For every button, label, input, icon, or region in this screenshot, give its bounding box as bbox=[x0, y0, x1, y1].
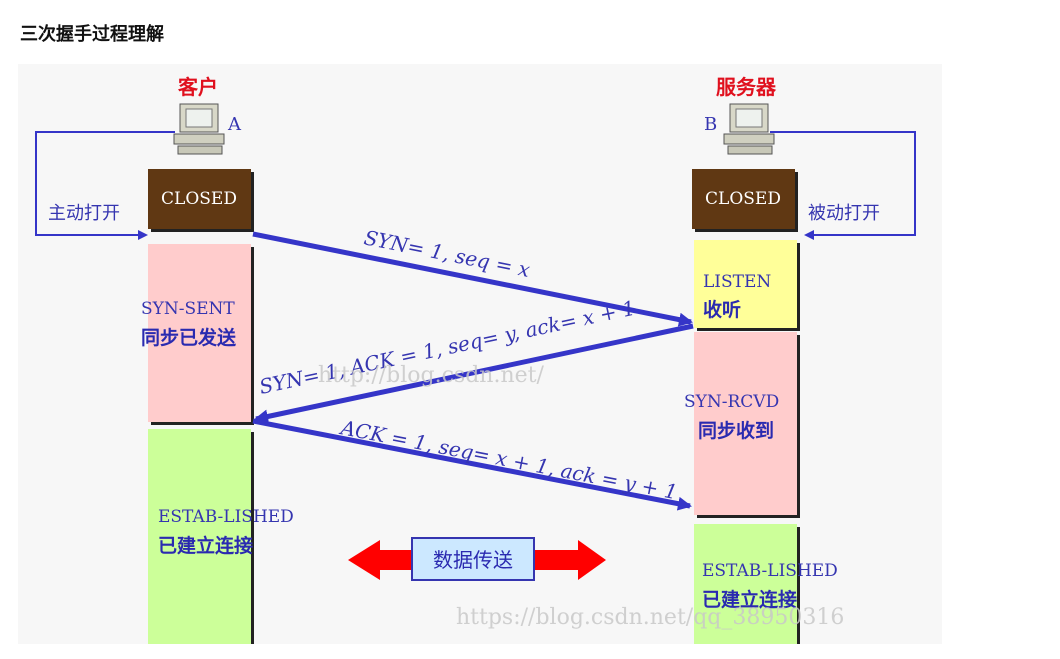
server-syn-rcvd-box bbox=[694, 332, 797, 515]
watermark-bottom: https://blog.csdn.net/qq_38950316 bbox=[456, 605, 844, 630]
server-open-loop-arrow bbox=[770, 131, 916, 240]
ack-arrow bbox=[252, 418, 692, 511]
tcp-handshake-diagram: 客户 A 主动打开 CLOSED SYN-SENT 同步已发送 bbox=[35, 75, 916, 644]
client-computer-icon bbox=[173, 103, 225, 155]
syn-arrow bbox=[252, 231, 693, 327]
client-established-cn: 已建立连接 bbox=[158, 534, 253, 557]
server-listen-box bbox=[694, 240, 797, 328]
server-closed-box bbox=[692, 169, 795, 229]
server-title: 服务器 bbox=[716, 75, 777, 99]
client-open-loop-arrow bbox=[35, 131, 175, 240]
client-established-box bbox=[148, 429, 251, 644]
client-title: 客户 bbox=[177, 75, 218, 99]
tcp-handshake-figure: 客户 A 主动打开 CLOSED SYN-SENT 同步已发送 bbox=[18, 64, 942, 644]
server-open-label: 被动打开 bbox=[808, 203, 880, 224]
watermark-center: http://blog.csdn.net/ bbox=[318, 363, 544, 388]
server-established-cn: 已建立连接 bbox=[702, 588, 797, 611]
server-listen-cn: 收听 bbox=[703, 298, 741, 321]
client-established-code: ESTAB-LISHED bbox=[158, 507, 294, 527]
server-syn-rcvd-code: SYN-RCVD bbox=[684, 392, 779, 412]
syn-ack-arrow bbox=[254, 323, 694, 424]
server-established-box bbox=[694, 524, 797, 644]
server-listen-code: LISTEN bbox=[703, 272, 771, 292]
ack-message-label: ACK = 1, seq= x + 1, ack = y + 1 bbox=[337, 415, 679, 504]
server-established-code: ESTAB-LISHED bbox=[702, 561, 838, 581]
page-title: 三次握手过程理解 bbox=[20, 24, 164, 45]
client-syn-sent-cn: 同步已发送 bbox=[141, 326, 237, 349]
client-closed-box bbox=[148, 169, 251, 229]
client-syn-sent-code: SYN-SENT bbox=[141, 299, 235, 319]
data-transfer-box bbox=[411, 537, 535, 581]
client-closed-label: CLOSED bbox=[161, 189, 237, 209]
client-syn-sent-box bbox=[148, 244, 251, 422]
data-transfer-label: 数据传送 bbox=[433, 548, 513, 572]
server-letter: B bbox=[704, 114, 717, 135]
server-syn-rcvd-cn: 同步收到 bbox=[698, 419, 774, 442]
client-letter: A bbox=[227, 114, 242, 135]
client-open-label: 主动打开 bbox=[48, 203, 120, 224]
server-computer-icon bbox=[723, 103, 775, 155]
server-closed-label: CLOSED bbox=[705, 189, 781, 209]
